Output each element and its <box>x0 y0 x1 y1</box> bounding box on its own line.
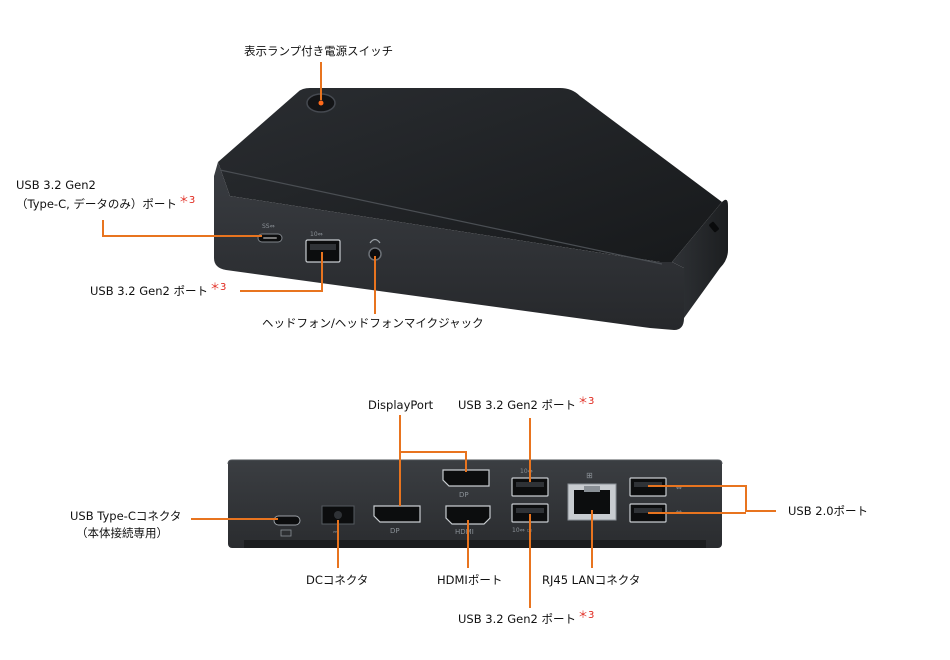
rear-dp-logo-upper: DP <box>459 491 469 499</box>
leader-usb20 <box>648 485 776 514</box>
footnote-mark: ＊3 <box>178 195 196 206</box>
rear-usba-bottom: 10⇔ ▭ <box>511 503 549 534</box>
front-usba-marking: 10⇔ <box>310 231 323 238</box>
rear-rj45: ⊞ <box>567 471 617 521</box>
footnote-mark: ＊3 <box>577 610 595 621</box>
leader-displayport <box>399 415 467 506</box>
label-front-usbc-text: （Type-C, データのみ）ポート <box>16 197 177 211</box>
leader-lines <box>102 62 776 608</box>
label-power-switch: 表示ランプ付き電源スイッチ <box>244 44 394 58</box>
label-front-usbc-line1: USB 3.2 Gen2 <box>16 178 96 192</box>
front-usbc-marking: SS⇔ <box>262 223 275 230</box>
dock-top-surface <box>218 88 722 262</box>
dock-angled-view: SS⇔ 10⇔ <box>214 88 728 330</box>
rear-displayport-upper: DP <box>442 469 490 499</box>
dock-front-face <box>214 162 684 330</box>
label-hdmi: HDMIポート <box>437 573 503 587</box>
label-usb20: USB 2.0ポート <box>788 504 869 518</box>
label-front-usba-text: USB 3.2 Gen2 ポート <box>90 284 208 298</box>
label-headphone: ヘッドフォン/ヘッドフォンマイクジャック <box>262 316 484 330</box>
dock-rear-view: ⎓ DP DP HDMI 10⇔ <box>227 459 723 548</box>
label-dc: DCコネクタ <box>306 573 369 587</box>
label-front-usba: USB 3.2 Gen2 ポート＊3 <box>90 282 227 300</box>
rear-usba-top-marking: 10⇔ <box>520 468 533 475</box>
rear-usbc-connector <box>273 515 301 537</box>
headphone-icon <box>369 238 381 244</box>
dock-rear-body <box>228 460 722 548</box>
label-usbc-connector-line2: （本体接続専用） <box>76 526 168 540</box>
network-icon: ⊞ <box>586 471 593 480</box>
label-usb-rear-bottom-text: USB 3.2 Gen2 ポート <box>458 612 576 626</box>
label-usb-rear-top: USB 3.2 Gen2 ポート＊3 <box>458 396 595 414</box>
front-usbc-port: SS⇔ <box>257 223 283 243</box>
laptop-icon <box>280 529 292 537</box>
label-usb-rear-top-text: USB 3.2 Gen2 ポート <box>458 398 576 412</box>
label-displayport: DisplayPort <box>368 398 434 412</box>
usb-icon: ⇔ <box>676 484 682 492</box>
rear-dp-logo: DP <box>390 527 400 535</box>
label-front-usbc-line2: （Type-C, データのみ）ポート＊3 <box>16 195 196 213</box>
dc-power-icon: ⎓ <box>333 528 339 536</box>
label-usb-rear-bottom: USB 3.2 Gen2 ポート＊3 <box>458 610 595 628</box>
lock-slot <box>709 221 719 233</box>
footnote-mark: ＊3 <box>577 396 595 407</box>
rear-usba-top: 10⇔ <box>511 468 549 497</box>
rear-displayport: DP <box>373 505 421 535</box>
footnote-mark: ＊3 <box>209 282 227 293</box>
leader-front-usbc <box>102 220 262 237</box>
leader-front-usba <box>240 252 323 292</box>
label-usbc-connector-line1: USB Type-Cコネクタ <box>70 509 182 523</box>
rear-hdmi-marking: HDMI <box>455 528 474 536</box>
rear-hdmi: HDMI <box>445 505 491 536</box>
rear-usba-bottom-marking: 10⇔ ▭ <box>512 527 532 534</box>
label-rj45: RJ45 LANコネクタ <box>542 573 641 587</box>
